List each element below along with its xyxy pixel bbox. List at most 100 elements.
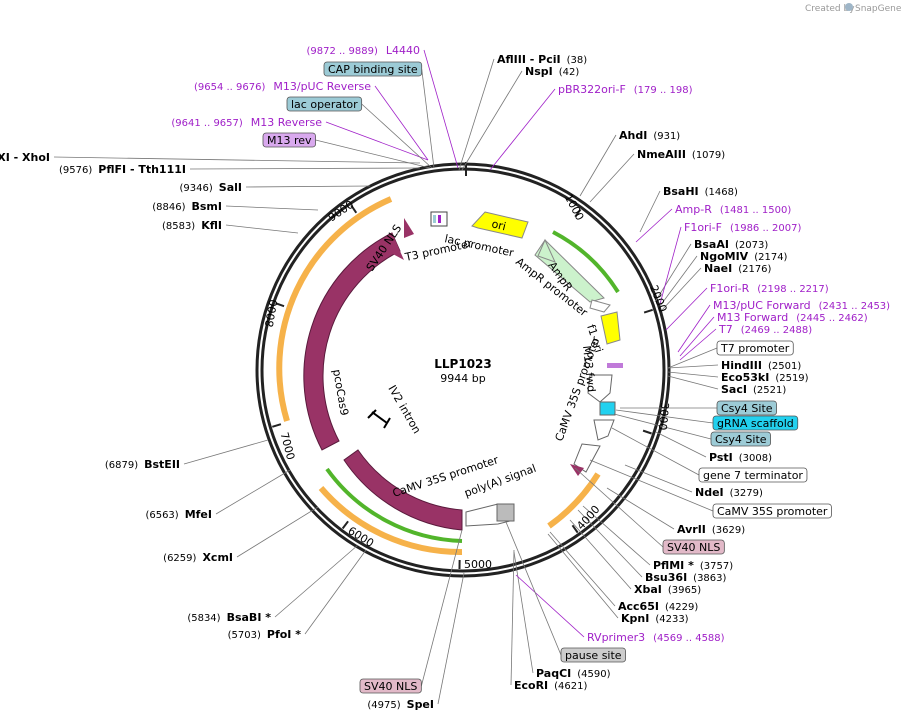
restriction-site[interactable]: BsmI(8846) xyxy=(152,200,222,213)
restriction-site[interactable]: EcoRI(4621) xyxy=(514,679,588,692)
site-leader xyxy=(569,519,632,590)
restriction-site[interactable]: AvrII(3629) xyxy=(677,523,745,536)
site-name: AvrII xyxy=(677,523,706,536)
grna-scaffold-feature[interactable] xyxy=(599,401,616,416)
camv-promoter-upper[interactable] xyxy=(587,374,613,403)
m13-fwd-feature[interactable] xyxy=(607,363,623,368)
site-name: NspI xyxy=(525,65,553,78)
tick-mark xyxy=(350,204,358,214)
feature-box[interactable]: CaMV 35S promoter xyxy=(712,503,832,519)
feature-box[interactable]: SV40 NLS xyxy=(359,678,422,694)
restriction-site[interactable]: BsaBI *(5834) xyxy=(187,611,271,624)
snapgene-credit[interactable]: Created by SnapGene xyxy=(805,3,902,14)
restriction-site[interactable]: KpnI(4233) xyxy=(621,612,689,625)
restriction-site[interactable]: KflI(8583) xyxy=(162,219,222,232)
restriction-site[interactable]: PflMI *(3757) xyxy=(653,559,733,572)
feature-box[interactable]: Csy4 Site xyxy=(716,400,777,416)
restriction-site[interactable]: PstI(3008) xyxy=(709,451,772,464)
ori-feature[interactable] xyxy=(471,211,529,239)
restriction-site[interactable]: BsaHI(1468) xyxy=(663,185,738,198)
primer-leader xyxy=(489,88,556,171)
f1-ori-feature[interactable] xyxy=(600,311,621,345)
restriction-site[interactable]: Bsu36I(3863) xyxy=(645,571,727,584)
feature-label-t3-promoter: T3 promoter xyxy=(403,237,474,264)
feature-box-leader xyxy=(574,467,664,548)
site-position: (3965) xyxy=(668,585,701,596)
feature-box-leader xyxy=(611,427,700,476)
primer-annotation[interactable]: T7(2469 .. 2488) xyxy=(718,323,812,336)
restriction-site[interactable]: XbaI(3965) xyxy=(634,583,701,596)
restriction-site[interactable]: NgoMIV(2174) xyxy=(700,250,788,263)
primer-annotation[interactable]: M13 Reverse(9641 .. 9657) xyxy=(171,116,322,129)
restriction-site[interactable]: BsaAI(2073) xyxy=(694,238,768,251)
primer-annotation[interactable]: Amp-R(1481 .. 1500) xyxy=(675,203,791,216)
terminator-feature[interactable] xyxy=(593,419,615,441)
restriction-site[interactable]: NdeI(3279) xyxy=(695,486,763,499)
green-arc-bottom xyxy=(325,467,463,543)
pcocas9-feature-upper[interactable] xyxy=(303,232,401,451)
primer-annotation[interactable]: L4440(9872 .. 9889) xyxy=(306,44,420,57)
restriction-site[interactable]: HindIII(2501) xyxy=(721,359,801,372)
restriction-site[interactable]: NaeI(2176) xyxy=(704,262,772,275)
pause-site-feature[interactable] xyxy=(496,503,515,522)
restriction-site[interactable]: NmeAIII(1079) xyxy=(637,148,725,161)
iv2-intron-feature[interactable] xyxy=(367,409,391,429)
primer-annotation[interactable]: M13/pUC Forward(2431 .. 2453) xyxy=(713,299,890,312)
primer-leader xyxy=(677,304,711,353)
tick-label: 3000 xyxy=(656,402,671,431)
site-position: (4590) xyxy=(577,669,610,680)
site-name: Bsu36I xyxy=(645,571,687,584)
site-leader xyxy=(215,469,291,515)
primer-leader xyxy=(665,287,708,331)
restriction-site[interactable]: XcmI(6259) xyxy=(163,551,233,564)
sv40-nls-top-feature[interactable] xyxy=(404,218,414,238)
primer-annotation[interactable]: RVprimer3(4569 .. 4588) xyxy=(587,631,725,644)
primer-annotation[interactable]: F1ori-R(2198 .. 2217) xyxy=(710,282,829,295)
restriction-site[interactable]: BstEII(6879) xyxy=(105,458,180,471)
restriction-site[interactable]: AvaI - BsoBI - PaeR7I - PspXI - XhoI(958… xyxy=(0,151,50,164)
restriction-site[interactable]: Eco53kI(2519) xyxy=(721,371,809,384)
restriction-site[interactable]: Acc65I(4229) xyxy=(618,600,698,613)
feature-box[interactable]: SV40 NLS xyxy=(662,539,725,555)
site-leader xyxy=(510,549,515,686)
restriction-site[interactable]: SalI(9346) xyxy=(180,181,242,194)
restriction-site[interactable]: MfeI(6563) xyxy=(145,508,212,521)
feature-box[interactable]: Csy4 Site xyxy=(710,431,771,447)
feature-label-ori: ori xyxy=(490,217,507,233)
restriction-site[interactable]: NspI(42) xyxy=(525,65,579,78)
snapgene-logo-icon xyxy=(845,3,853,11)
primer-annotation[interactable]: M13 Forward(2445 .. 2462) xyxy=(717,311,868,324)
primer-range: (9654 .. 9676) xyxy=(194,82,266,93)
feature-box-leader xyxy=(505,521,562,656)
site-position: (2521) xyxy=(753,385,786,396)
restriction-site[interactable]: PflFI - Tth111I(9576) xyxy=(59,163,186,176)
site-name: AhdI xyxy=(619,129,647,142)
camv-promoter-lower[interactable] xyxy=(573,443,601,473)
orange-arc-right xyxy=(547,472,601,529)
restriction-site[interactable]: PfoI *(5703) xyxy=(228,628,302,641)
feature-box-bg xyxy=(710,431,771,447)
restriction-site[interactable]: AhdI(931) xyxy=(619,129,680,142)
feature-box[interactable]: lac operator xyxy=(286,96,363,112)
restriction-site[interactable]: SpeI(4975) xyxy=(367,698,434,711)
site-name: EcoRI xyxy=(514,679,548,692)
feature-box[interactable]: gRNA scaffold xyxy=(712,415,799,431)
restriction-site[interactable]: SacI(2521) xyxy=(721,383,786,396)
pcocas9-feature-lower[interactable] xyxy=(343,449,463,531)
restriction-site[interactable]: PaqCI(4590) xyxy=(536,667,611,680)
feature-box[interactable]: T7 promoter xyxy=(716,340,794,356)
primer-range: (2198 .. 2217) xyxy=(757,284,829,295)
restriction-site[interactable]: AflIII - PciI(38) xyxy=(497,53,587,66)
ampr-promoter-feature[interactable] xyxy=(589,299,611,313)
feature-box[interactable]: CAP binding site xyxy=(323,61,423,77)
feature-box[interactable]: gene 7 terminator xyxy=(698,467,808,483)
feature-box[interactable]: pause site xyxy=(560,647,626,663)
primer-leader xyxy=(325,121,429,161)
primer-annotation[interactable]: M13/pUC Reverse(9654 .. 9676) xyxy=(194,80,371,93)
primer-range: (4569 .. 4588) xyxy=(653,633,725,644)
primer-annotation[interactable]: F1ori-F(1986 .. 2007) xyxy=(684,221,801,234)
feature-box[interactable]: M13 rev xyxy=(262,132,316,148)
plasmid-name: LLP1023 xyxy=(434,357,492,371)
primer-annotation[interactable]: pBR322ori-F(179 .. 198) xyxy=(558,83,693,96)
primer-name: L4440 xyxy=(386,44,420,57)
